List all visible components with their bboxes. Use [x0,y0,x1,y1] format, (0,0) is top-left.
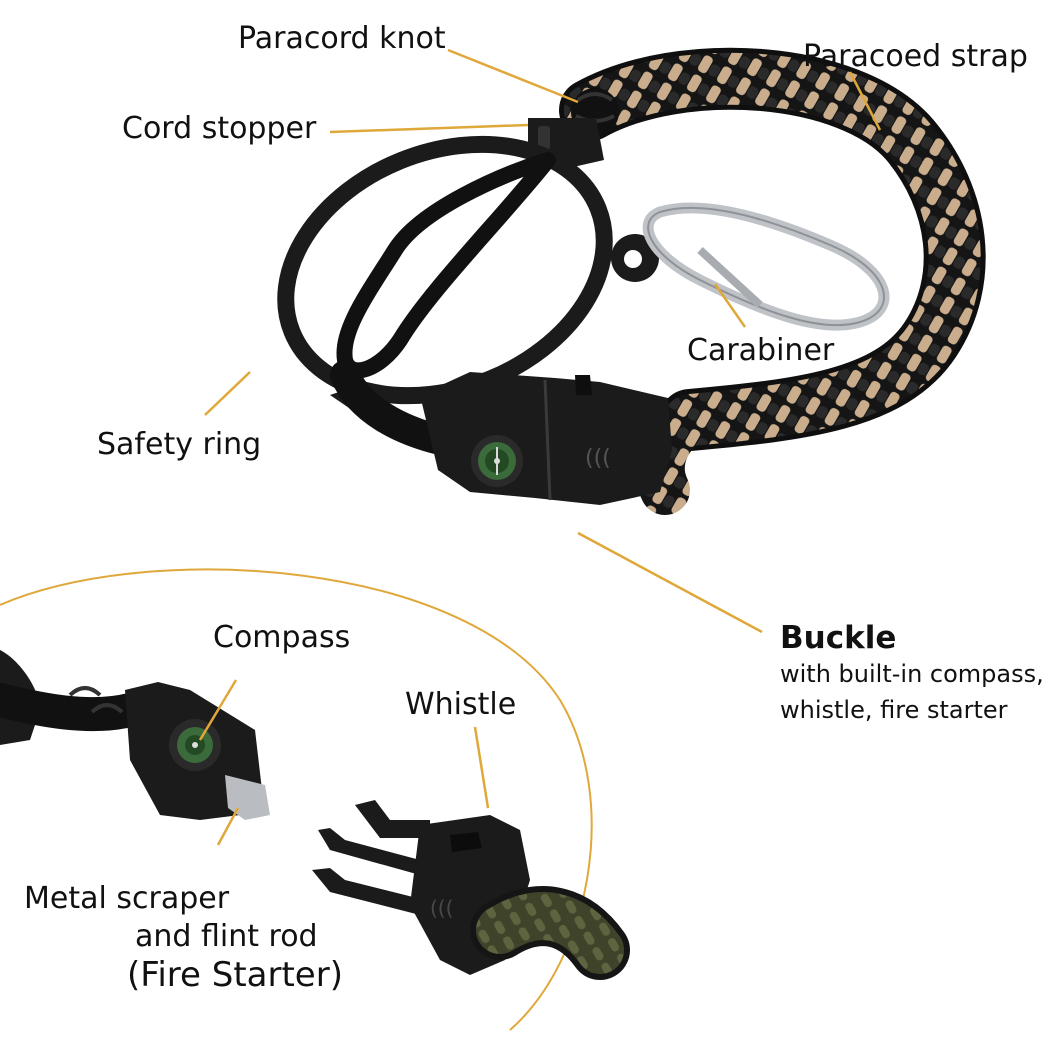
fire-starter-half [0,650,270,820]
label-paracoed-strap: Paracoed strap [803,39,1028,74]
whistle-arc-marks: ((( [430,896,453,920]
label-buckle-line1: with built-in compass, [780,660,1044,688]
label-safety-ring: Safety ring [97,427,262,462]
label-buckle-title: Buckle [780,620,897,656]
label-compass: Compass [213,620,351,655]
black-cord-segment [330,360,455,455]
label-scraper-line2: and flint rod [135,919,318,954]
buckle-compass [471,435,523,487]
label-whistle: Whistle [405,687,517,722]
label-scraper-line3: (Fire Starter) [127,955,343,995]
leader-lines [198,48,882,846]
label-paracord-knot: Paracord knot [238,21,446,56]
label-cord-stopper: Cord stopper [122,111,317,146]
buckle-arc-marks: ((( [585,446,611,471]
buckle: ((( [420,372,672,505]
label-scraper-line1: Metal scraper [24,881,230,916]
whistle-half: ((( [312,800,630,980]
label-carabiner: Carabiner [687,333,835,368]
label-buckle-line2: whistle, fire starter [780,696,1008,724]
carabiner [642,202,890,331]
